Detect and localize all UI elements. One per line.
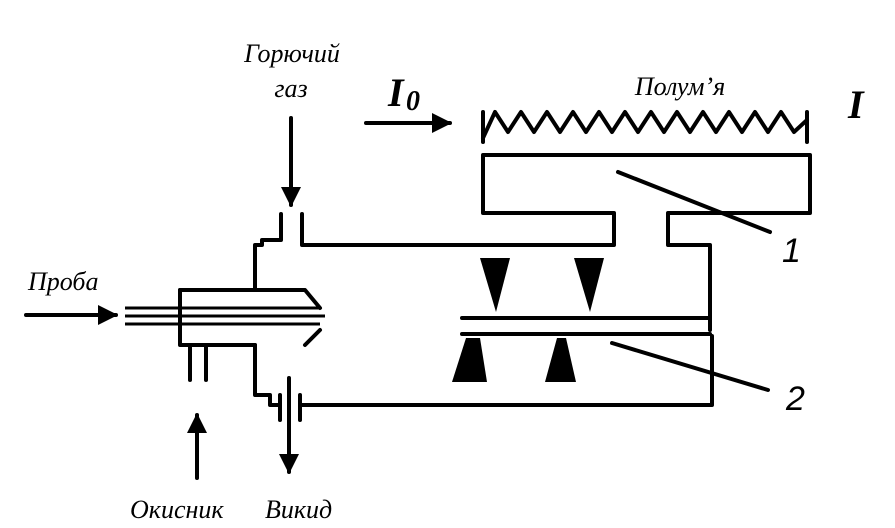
fuel-gas-label-line2: газ (274, 74, 307, 103)
leader-line-2 (610, 341, 770, 392)
sample-label: Проба (27, 267, 99, 296)
spacer-triangles (452, 258, 604, 382)
mixing-chamber (125, 288, 714, 422)
flame-zone (481, 110, 809, 144)
transmitted-intensity-label: I (847, 82, 865, 127)
flame-wave (481, 110, 809, 140)
incident-intensity-subscript: 0 (406, 86, 420, 117)
flame-label: Полум’я (634, 72, 725, 101)
burner-slot (460, 316, 712, 336)
oxidizer-label: Окисник (130, 495, 224, 524)
part-1-label: 1 (782, 232, 801, 270)
fuel-gas-inlet (253, 212, 304, 292)
fuel-gas-label-line1: Горючий (243, 39, 340, 68)
exhaust-label: Викид (265, 495, 332, 524)
incident-intensity-label: I (387, 70, 405, 115)
burner-head (300, 153, 812, 332)
part-2-label: 2 (785, 380, 805, 418)
leader-line-1 (616, 170, 772, 234)
